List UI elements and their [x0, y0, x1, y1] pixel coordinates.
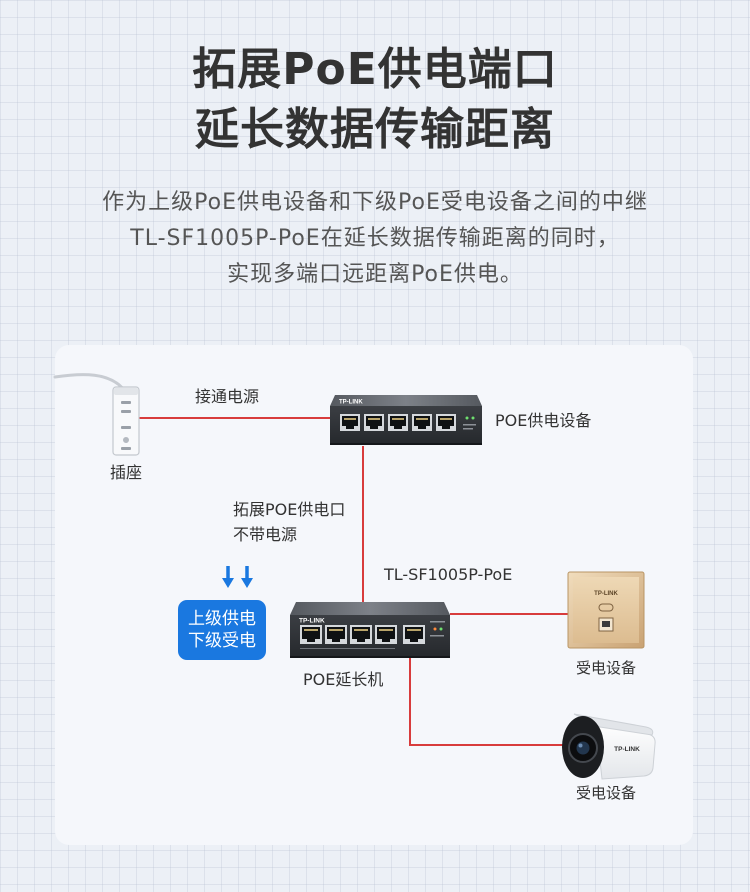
ethernet-port-3: [350, 625, 372, 644]
port-socket: [352, 627, 370, 639]
socket-slot: [121, 426, 131, 429]
down-arrow-icon: [222, 566, 234, 588]
status-led: [471, 416, 475, 420]
socket-body: [112, 386, 140, 456]
poe-source-label: POE供电设备: [495, 411, 592, 430]
port-socket: [438, 416, 454, 426]
ethernet-port-3: [388, 414, 408, 431]
badge-line-2: 下级受电: [188, 631, 256, 651]
power-link-label: 接通电源: [195, 387, 260, 406]
camera-lens-glint: [578, 743, 583, 748]
extender-top-face: [290, 602, 450, 615]
brand-logo: TP-LINK: [594, 591, 618, 597]
ethernet-port-5: [403, 625, 425, 644]
poe-extender-icon: TP-LINK: [290, 602, 450, 658]
down-arrow-icon: [241, 566, 253, 588]
power-cord: [53, 373, 126, 392]
extender-base: [290, 656, 450, 658]
port-socket: [366, 416, 382, 426]
extender-label-mark: [430, 621, 445, 623]
poe-switch-icon: TP-LINK: [330, 395, 482, 445]
ethernet-port-4: [375, 625, 397, 644]
port-notch: [410, 639, 418, 642]
port-notch: [346, 426, 354, 429]
headline-line-1: 拓展PoE供电端口: [192, 44, 558, 95]
port-socket: [377, 627, 395, 639]
description-line-2: TL-SF1005P-PoE在延长数据传输距离的同时，: [130, 226, 620, 251]
switch-top-face: [330, 395, 482, 406]
extender-label-mark: [300, 648, 395, 649]
status-led: [465, 416, 469, 420]
socket-switch: [123, 437, 129, 443]
port-notch: [370, 426, 378, 429]
port-notch: [394, 426, 402, 429]
camera-lens: [576, 741, 590, 755]
badge-line-1: 上级供电: [188, 609, 256, 629]
port-notch: [442, 426, 450, 429]
brand-logo: TP-LINK: [339, 400, 363, 406]
port-socket: [390, 416, 406, 426]
extender-label-mark: [430, 635, 444, 637]
ethernet-port-2: [325, 625, 347, 644]
bullet-camera-icon: TP-LINK: [562, 713, 656, 780]
power-role-badge: 上级供电 下级受电: [178, 600, 266, 660]
extender-label: POE延长机: [303, 670, 384, 689]
socket-slot: [121, 401, 131, 404]
description-line-1: 作为上级PoE供电设备和下级PoE受电设备之间的中继: [102, 190, 648, 215]
port-pins: [379, 629, 393, 631]
port-notch: [382, 639, 390, 642]
model-label: TL-SF1005P-PoE: [384, 565, 513, 584]
status-led: [439, 627, 443, 631]
ethernet-port-1: [340, 414, 360, 431]
port-socket: [327, 627, 345, 639]
port-notch: [307, 639, 315, 642]
socket-icon: [112, 386, 140, 456]
uplink-label-line-2: 不带电源: [233, 525, 298, 544]
switch-label-mark: [463, 428, 473, 430]
connection-lines: [139, 417, 569, 746]
ethernet-port-1: [300, 625, 322, 644]
port-pins: [416, 418, 428, 420]
socket-slot: [121, 410, 131, 413]
port-pins: [407, 629, 421, 631]
port-socket: [405, 627, 423, 639]
camera-sunshield: [573, 713, 654, 736]
port-notch: [357, 639, 365, 642]
panel-port-socket: [602, 621, 610, 627]
port-pins: [304, 629, 318, 631]
socket-cap: [114, 388, 138, 395]
port-pins: [440, 418, 452, 420]
port-socket: [342, 416, 358, 426]
ethernet-port-2: [364, 414, 384, 431]
port-pins: [368, 418, 380, 420]
port-pins: [344, 418, 356, 420]
socket-label: 插座: [110, 463, 143, 482]
powered-device-camera-label: 受电设备: [575, 784, 636, 802]
port-pins: [329, 629, 343, 631]
ethernet-port-5: [436, 414, 456, 431]
port-socket: [414, 416, 430, 426]
description-line-3: 实现多端口远距离PoE供电。: [227, 262, 523, 287]
port-pins: [392, 418, 404, 420]
status-led: [433, 627, 437, 631]
brand-logo: TP-LINK: [299, 618, 325, 625]
port-notch: [332, 639, 340, 642]
panel-ap-icon: TP-LINK: [567, 571, 645, 649]
port-pins: [354, 629, 368, 631]
powered-device-ap-label: 受电设备: [575, 659, 636, 677]
port-socket: [302, 627, 320, 639]
ethernet-port-4: [412, 414, 432, 431]
switch-base: [330, 443, 482, 445]
down-arrows: [222, 566, 253, 588]
headline-line-2: 延长数据传输距离: [195, 104, 555, 155]
brand-logo: TP-LINK: [614, 746, 640, 753]
camera-link-line: [409, 657, 564, 746]
switch-label-mark: [463, 424, 476, 426]
uplink-label-line-1: 拓展POE供电口: [233, 500, 346, 519]
socket-slot: [121, 447, 131, 450]
port-notch: [418, 426, 426, 429]
panel-button: [598, 603, 614, 612]
panel-face: [573, 577, 639, 643]
